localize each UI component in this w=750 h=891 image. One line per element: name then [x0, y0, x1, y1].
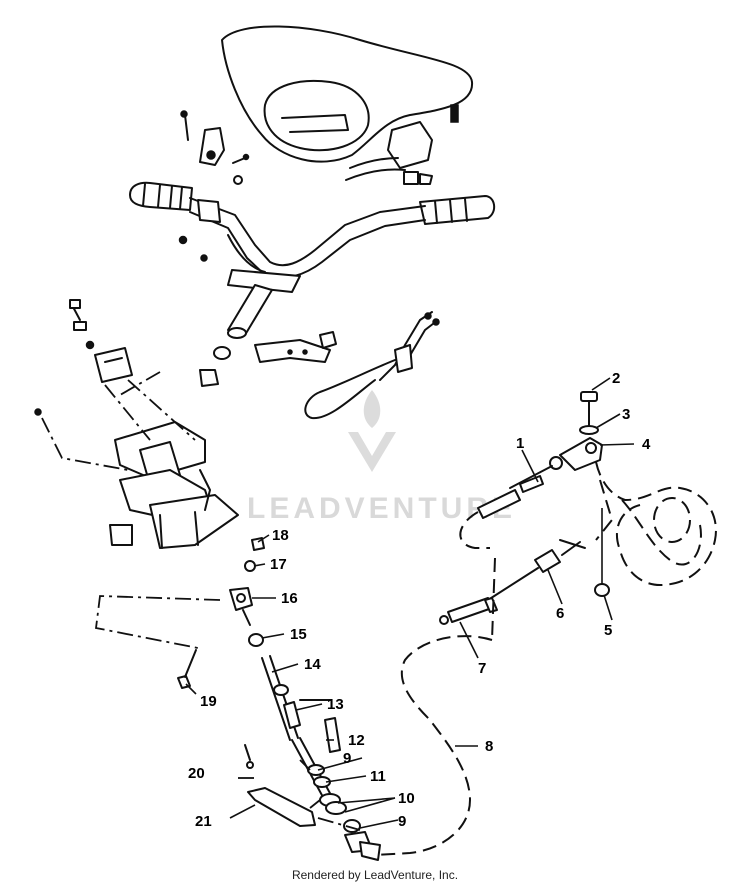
callout-19: 19	[200, 693, 217, 710]
callout-15: 15	[290, 626, 307, 643]
callout-14: 14	[304, 656, 321, 673]
callout-16: 16	[281, 590, 298, 607]
callout-9-lower: 9	[398, 813, 406, 830]
callout-17: 17	[270, 556, 287, 573]
rendered-by-footer: Rendered by LeadVenture, Inc.	[291, 868, 459, 882]
callout-20: 20	[188, 765, 205, 782]
callout-13: 13	[327, 696, 344, 713]
callout-6: 6	[556, 605, 564, 622]
headlight-pod	[221, 25, 474, 163]
cable-bracket	[254, 331, 337, 363]
switch-housing	[345, 121, 433, 185]
leadventure-watermark: LEADVENTURE	[247, 390, 516, 525]
throttle-lever-hardware	[178, 110, 250, 262]
callout-5: 5	[604, 622, 612, 639]
callout-3: 3	[622, 406, 630, 423]
callout-7: 7	[478, 660, 486, 677]
handlebar	[129, 181, 496, 279]
shifter-cable-right	[459, 391, 717, 597]
callout-11: 11	[370, 768, 386, 785]
callout-1: 1	[516, 435, 524, 452]
callout-leaders	[185, 377, 635, 829]
assembly-leader-lines-lower	[95, 595, 361, 831]
callout-18: 18	[272, 527, 289, 544]
callout-8: 8	[485, 738, 493, 755]
callout-2: 2	[612, 370, 620, 387]
callout-10: 10	[398, 790, 415, 807]
assembly-leader-lines-upper	[41, 371, 196, 471]
watermark-text: LEADVENTURE	[247, 492, 516, 525]
callout-9-upper: 9	[343, 750, 351, 767]
callout-labels: 1 2 3 4 5 6 7 8 9 9 10 11 12 13 14 15 16…	[188, 370, 651, 830]
callout-12: 12	[348, 732, 365, 749]
steering-support-frame	[34, 299, 239, 549]
callout-21: 21	[195, 813, 212, 830]
callout-4: 4	[642, 436, 651, 453]
tether-switch	[304, 311, 440, 420]
throttle-cable	[374, 539, 586, 856]
steering-column	[199, 269, 301, 387]
